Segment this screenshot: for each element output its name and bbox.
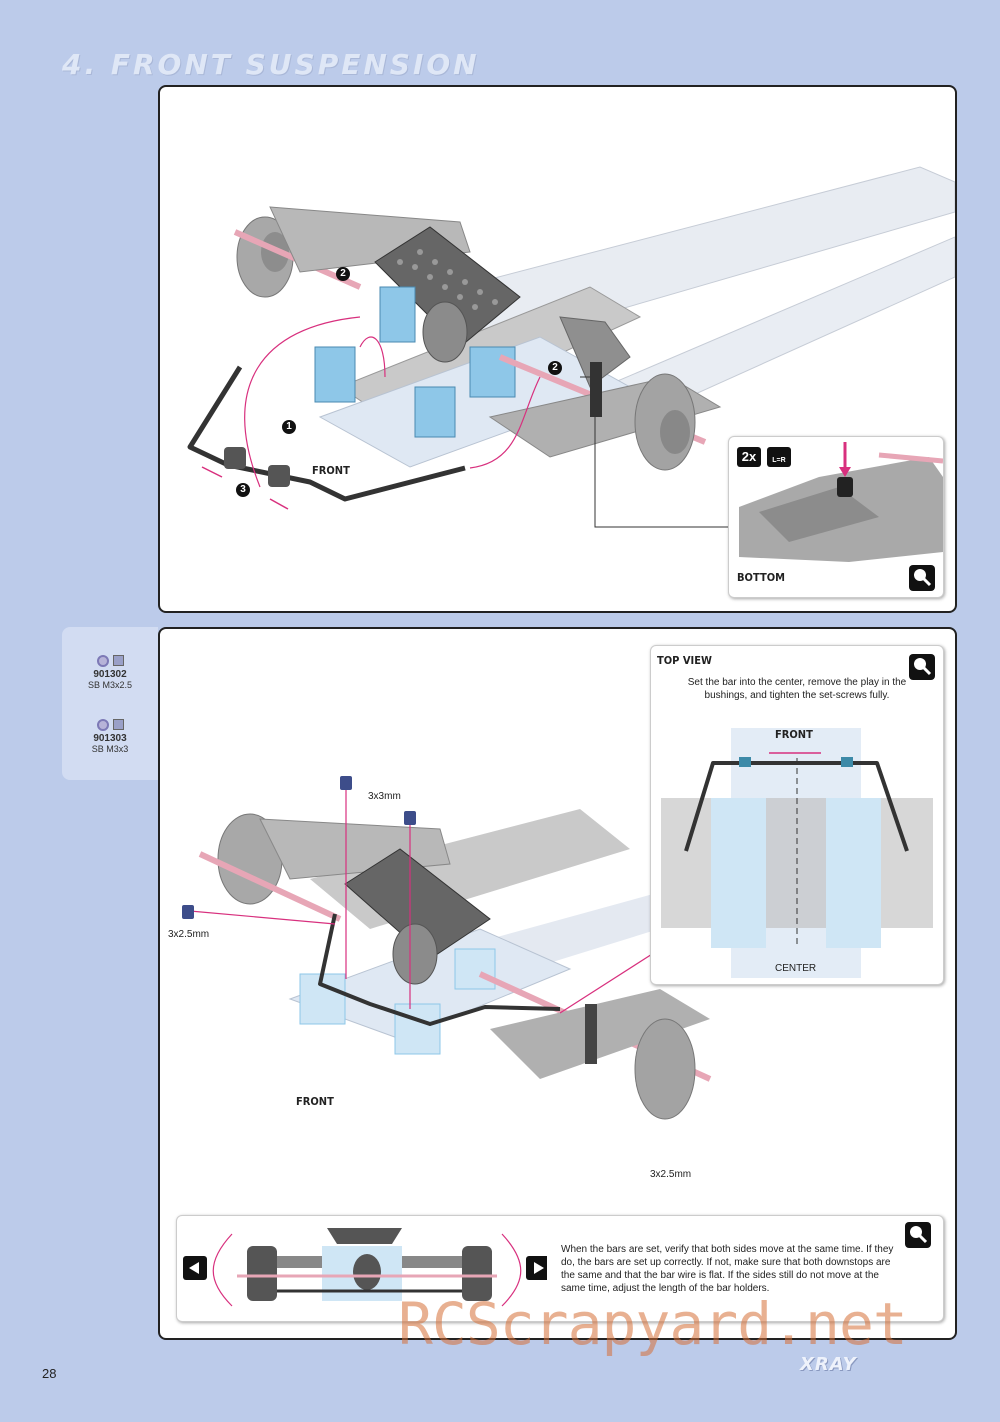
bar-check-illustration [183, 1228, 547, 1307]
bar-check-instructions: When the bars are set, verify that both … [561, 1244, 894, 1294]
step-bubble-2b: 2 [548, 361, 562, 375]
step-bubble-2a: 2 [336, 267, 350, 281]
step-panel-bar-setscrews: 3x3mm 3x2.5mm 3x2.5mm FRONT TOP VIEW Set… [158, 627, 957, 1340]
detail-icon [909, 654, 935, 680]
part-901303: 901303 SB M3x3 [62, 719, 158, 754]
front-label: FRONT [296, 1095, 334, 1108]
left-right-icon: L=R [767, 447, 791, 467]
bottom-detail-illustration [739, 442, 943, 562]
detail-icon [909, 565, 935, 591]
page-title: 4. FRONT SUSPENSION [62, 48, 480, 81]
front-label: FRONT [312, 464, 350, 477]
setscrew-icon [96, 655, 109, 667]
top-view-heading: TOP VIEW [657, 654, 712, 667]
step-bubble-3: 3 [236, 483, 250, 497]
step-panel-anti-roll-bar: 2 2 1 3 FRONT 2x L=R BOTTOM [158, 85, 957, 613]
bar-check-inset: When the bars are set, verify that both … [176, 1215, 944, 1322]
screw-label-bottom: 3x2.5mm [650, 1169, 692, 1180]
page-number: 28 [42, 1366, 57, 1381]
front-suspension-illustration [187, 166, 955, 528]
screw-label-top: 3x3mm [368, 791, 401, 802]
qty-badge: 2x [737, 447, 761, 467]
top-view-front-label: FRONT [775, 728, 813, 741]
screw-label-left: 3x2.5mm [168, 929, 210, 940]
bottom-label: BOTTOM [737, 571, 785, 584]
setscrew-icon [96, 719, 109, 731]
top-view-instructions: Set the bar into the center, remove the … [687, 677, 907, 701]
top-view-inset: TOP VIEW Set the bar into the center, re… [650, 645, 944, 985]
center-label: CENTER [775, 963, 817, 974]
setscrew-side-icon [112, 655, 124, 666]
setscrew-side-icon [112, 719, 124, 730]
step-bubble-1: 1 [282, 420, 296, 434]
top-view-illustration [661, 728, 933, 978]
parts-list: 901302 SB M3x2.5 901303 SB M3x3 [62, 627, 158, 780]
part-901302: 901302 SB M3x2.5 [62, 655, 158, 690]
bar-setscrew-illustration [182, 776, 820, 1120]
detail-icon [905, 1222, 931, 1248]
bottom-detail-inset: 2x L=R BOTTOM [728, 436, 944, 598]
watermark: RCScrapyard.net [398, 1290, 908, 1358]
brand-logo: XRAY [800, 1354, 857, 1375]
